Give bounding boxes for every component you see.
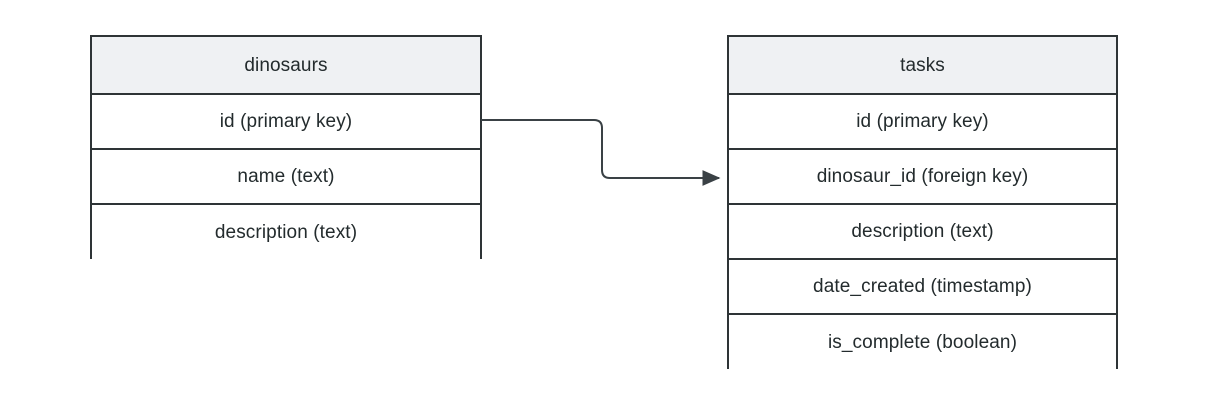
entity-field-label: is_complete (boolean) [827,332,1018,353]
entity-field-label: id (primary key) [219,111,353,132]
entity-field-row[interactable]: description (text) [729,205,1116,260]
entity-title-label: dinosaurs [244,54,328,76]
entity-field-row[interactable]: description (text) [92,205,480,260]
entity-field-label: id (primary key) [856,111,989,132]
entity-field-row[interactable]: is_complete (boolean) [729,315,1116,370]
relationship-arrow-dinosaurs-id-to-tasks-dinosaur-id[interactable] [481,119,721,186]
entity-field-label: name (text) [237,166,335,187]
entity-table-dinosaurs[interactable]: dinosaurs id (primary key) name (text) d… [90,35,482,260]
entity-field-label: description (text) [214,222,358,243]
entity-field-row[interactable]: id (primary key) [92,95,480,150]
entity-field-label: dinosaur_id (foreign key) [816,166,1029,187]
entity-field-row[interactable]: id (primary key) [729,95,1116,150]
entity-field-list-dinosaurs: id (primary key) name (text) description… [92,95,480,260]
entity-header-dinosaurs[interactable]: dinosaurs [92,37,480,95]
entity-field-label: description (text) [851,221,994,242]
entity-header-tasks[interactable]: tasks [729,37,1116,95]
entity-field-row[interactable]: date_created (timestamp) [729,260,1116,315]
entity-table-tasks[interactable]: tasks id (primary key) dinosaur_id (fore… [727,35,1118,370]
entity-field-row[interactable]: dinosaur_id (foreign key) [729,150,1116,205]
entity-field-list-tasks: id (primary key) dinosaur_id (foreign ke… [729,95,1116,370]
entity-field-label: date_created (timestamp) [813,276,1032,297]
entity-field-row[interactable]: name (text) [92,150,480,205]
entity-title-label: tasks [900,54,945,76]
